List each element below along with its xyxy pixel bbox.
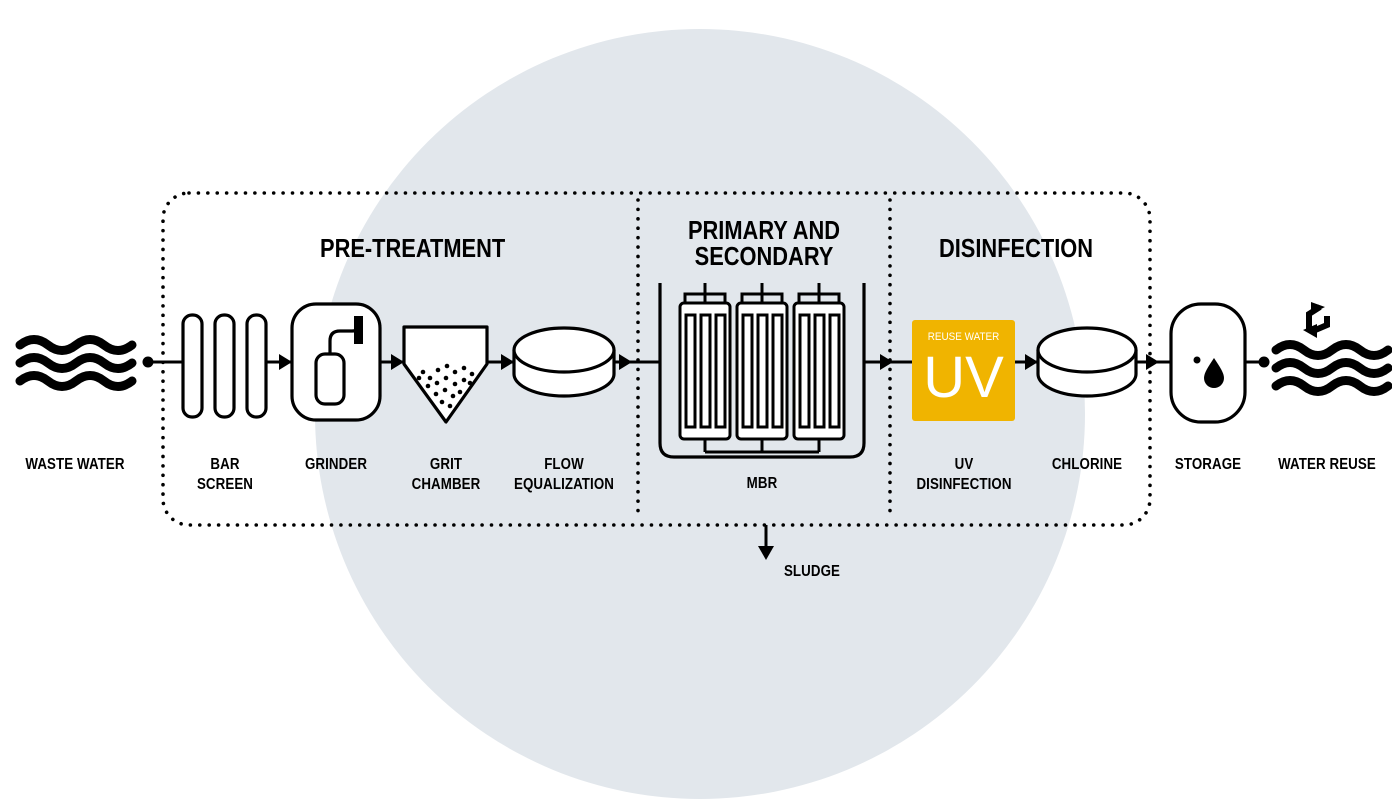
label-waste-water: WASTE WATER <box>25 456 125 473</box>
grinder-icon <box>290 302 382 422</box>
label-grinder: GRINDER <box>304 456 368 473</box>
section-title-pretreatment: PRE-TREATMENT <box>320 233 506 263</box>
flow-start-dot <box>142 356 154 368</box>
sludge-arrow-icon <box>758 525 774 560</box>
label-water-reuse: WATER REUSE <box>1278 456 1376 473</box>
label-sludge: SLUDGE <box>783 563 841 580</box>
grit-chamber-icon <box>402 325 489 424</box>
tank-icon <box>512 326 616 398</box>
storage-drop-icon <box>1169 302 1247 424</box>
flow-arrow-icon <box>279 354 1159 370</box>
waves-icon <box>15 335 137 391</box>
label-mbr: MBR <box>746 475 778 492</box>
recycle-waves-icon <box>1271 302 1392 396</box>
membrane-bioreactor-icon <box>658 283 866 459</box>
section-title-primary-secondary: PRIMARY AND SECONDARY <box>687 215 841 271</box>
chlorine-tank-icon <box>1036 326 1138 398</box>
flow-end-dot <box>1258 356 1270 368</box>
label-chlorine: CHLORINE <box>1051 456 1123 473</box>
section-title-disinfection: DISINFECTION <box>938 233 1094 263</box>
uv-lamp-icon: REUSE WATER UV <box>912 320 1015 421</box>
label-storage: STORAGE <box>1174 456 1242 473</box>
bar-screen-icon <box>181 313 268 419</box>
uv-badge-caption: REUSE WATER <box>927 331 1000 343</box>
uv-badge-title: UV <box>923 345 1004 410</box>
